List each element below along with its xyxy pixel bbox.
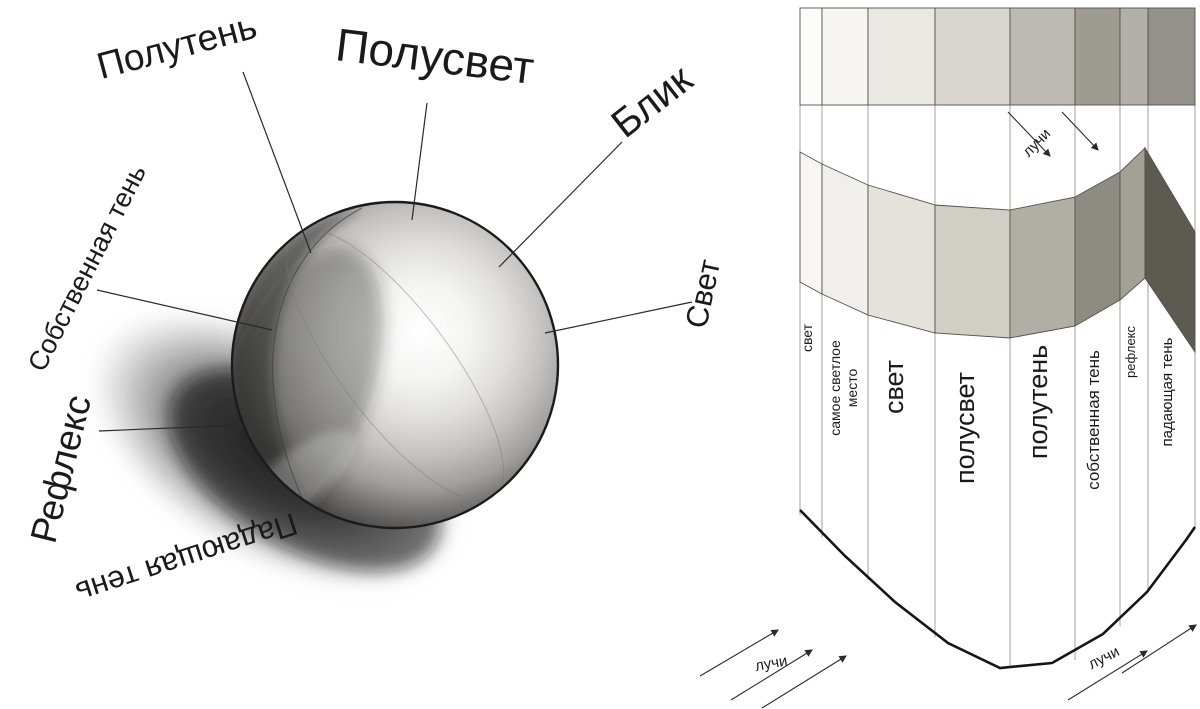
tone-strip-cell: [867, 7, 936, 106]
zone-label-svet: свет: [879, 360, 909, 414]
label-halflight: Полусвет: [333, 18, 537, 94]
zone-label-padayushchaya-ten: падающая тень: [1159, 337, 1176, 446]
ray-arrows-bottom-left: лучи: [699, 629, 847, 709]
zone-label-polusvet: полусвет: [950, 372, 980, 484]
tone-band-facet: [1119, 146, 1146, 301]
zone-label-sobstvennaya-ten: собственная тень: [1084, 350, 1103, 490]
zone-label-svet-small: свет: [799, 323, 815, 352]
ray-arrows-bottom-right: лучи: [1067, 624, 1197, 701]
label-penumbra: Полутень: [93, 5, 261, 87]
leader-light: [544, 301, 693, 334]
tone-strip-cell: [799, 7, 823, 106]
tone-strip-cell: [1147, 7, 1196, 106]
leader-reflex: [98, 424, 244, 432]
ray-arrows-top-right: лучи: [1007, 111, 1099, 160]
sphere-outline: [230, 200, 560, 530]
tone-band-facet: [1144, 146, 1196, 354]
tone-strip-cell: [1119, 7, 1149, 106]
tone-strip-cell: [821, 7, 869, 106]
tone-band-facet: [1009, 196, 1076, 339]
label-reflex: Рефлекс: [23, 391, 99, 547]
tone-band-facet: [867, 184, 936, 334]
leader-highlight: [498, 141, 623, 268]
tone-band-facet: [821, 163, 869, 316]
tone-strip-cell: [1074, 7, 1121, 106]
zone-label-samoe-svetloe: самое светлое: [827, 340, 843, 436]
bottom-arc: [799, 509, 1197, 670]
zone-label-refleks: рефлекс: [1123, 325, 1138, 378]
label-highlight: Блик: [603, 57, 701, 147]
zone-label-mesto: место: [844, 369, 860, 408]
tone-band-facet: [799, 151, 823, 295]
leader-halflight: [411, 102, 428, 221]
tone-strip: [799, 7, 1196, 106]
tone-band-facet: [1074, 171, 1121, 327]
tone-strip-cell: [934, 7, 1011, 106]
rays-label-bottom-right: лучи: [1086, 643, 1123, 673]
tone-band: [799, 146, 1196, 354]
leader-penumbra: [242, 71, 312, 254]
rays-label-bottom-left: лучи: [754, 652, 789, 674]
tone-band-facet: [934, 204, 1011, 339]
zone-labels: свет самое светлое место свет полусвет п…: [799, 323, 1176, 489]
label-light: Свет: [678, 256, 727, 331]
leader-form-shadow: [96, 289, 273, 331]
tone-strip-cell: [1009, 7, 1076, 106]
terminator-line: [271, 207, 363, 506]
zone-label-poluten: полутень: [1023, 345, 1053, 459]
leader-lines: [96, 71, 693, 432]
